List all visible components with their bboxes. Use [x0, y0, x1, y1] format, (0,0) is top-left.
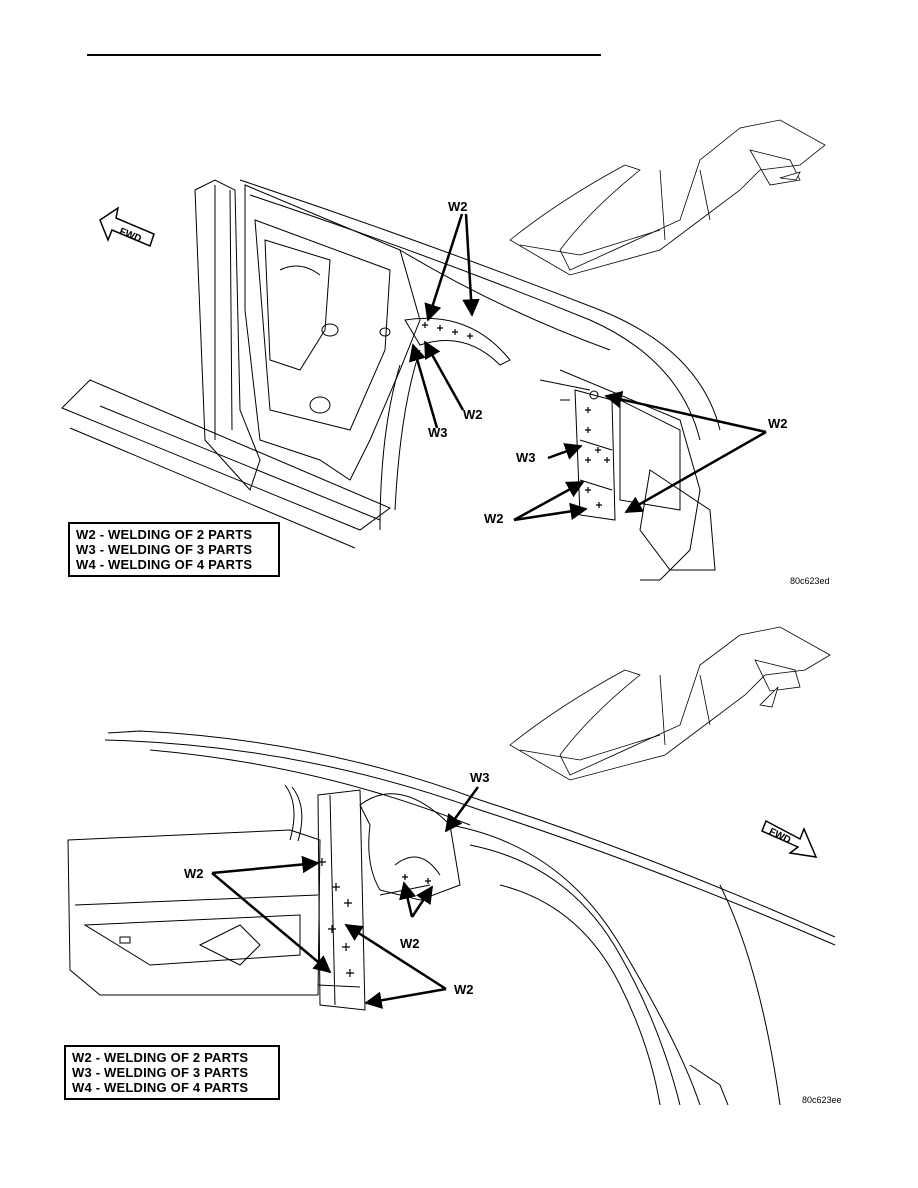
legend-row-w2: W2 - WELDING OF 2 PARTS — [72, 1050, 249, 1065]
label-w2-bottom: W2 — [484, 511, 504, 526]
header-rule — [87, 54, 601, 56]
label-w2-mid: W2 — [463, 407, 483, 422]
wheelhouse-inner — [359, 793, 461, 901]
figure-2-illustration: FWD — [67, 626, 836, 1106]
weld-spots-2 — [318, 858, 431, 977]
figure-id-1: 80c623ed — [790, 576, 830, 586]
fwd-arrow-icon-2 — [761, 819, 818, 858]
weld-spots — [422, 322, 610, 508]
legend-row-w2: W2 - WELDING OF 2 PARTS — [76, 527, 253, 542]
rocker-lower — [69, 427, 356, 549]
figure-1-welding-diagram: FWD W2 W2 W3 W2 W3 W2 W2 - WELDING OF 2 … — [0, 110, 918, 610]
fwd-arrow-icon — [99, 206, 155, 248]
label-w3-top: W3 — [470, 770, 490, 785]
roof-rail-2 — [104, 739, 836, 946]
weld-legend-1: W2 - WELDING OF 2 PARTS W3 - WELDING OF … — [68, 522, 280, 577]
legend-row-w4: W4 - WELDING OF 4 PARTS — [72, 1080, 249, 1095]
legend-row-w3: W3 - WELDING OF 3 PARTS — [76, 542, 253, 557]
label-w3-right: W3 — [516, 450, 536, 465]
quarter-panel-box — [67, 829, 321, 996]
rear-panel — [559, 369, 701, 581]
pillar-panel — [317, 789, 366, 1011]
fwd-label-2: FWD — [767, 826, 792, 846]
quarter-arch — [449, 824, 701, 1106]
figure-1-illustration: FWD — [61, 119, 826, 581]
roof-rail — [239, 179, 721, 431]
figure-id-2: 80c623ee — [802, 1095, 842, 1105]
label-w2-right: W2 — [768, 416, 788, 431]
label-w2-mid-2: W2 — [400, 936, 420, 951]
label-w2-left: W2 — [184, 866, 204, 881]
label-w2-right-2: W2 — [454, 982, 474, 997]
label-w2-top: W2 — [448, 199, 468, 214]
inset-body-locator-2 — [509, 626, 831, 781]
figure-2-welding-diagram: FWD W3 W2 W2 W2 W2 - WELDING OF 2 PARTS … — [0, 625, 918, 1115]
weld-legend-2: W2 - WELDING OF 2 PARTS W3 - WELDING OF … — [64, 1045, 280, 1100]
b-pillar — [194, 179, 261, 491]
legend-row-w3: W3 - WELDING OF 3 PARTS — [72, 1065, 249, 1080]
label-w3-left: W3 — [428, 425, 448, 440]
rocker-panel — [61, 379, 392, 531]
inset-body-locator — [509, 119, 826, 276]
wheelhouse-arch — [404, 317, 511, 366]
legend-row-w4: W4 - WELDING OF 4 PARTS — [76, 557, 253, 572]
quarter-inner-panel — [244, 184, 421, 481]
